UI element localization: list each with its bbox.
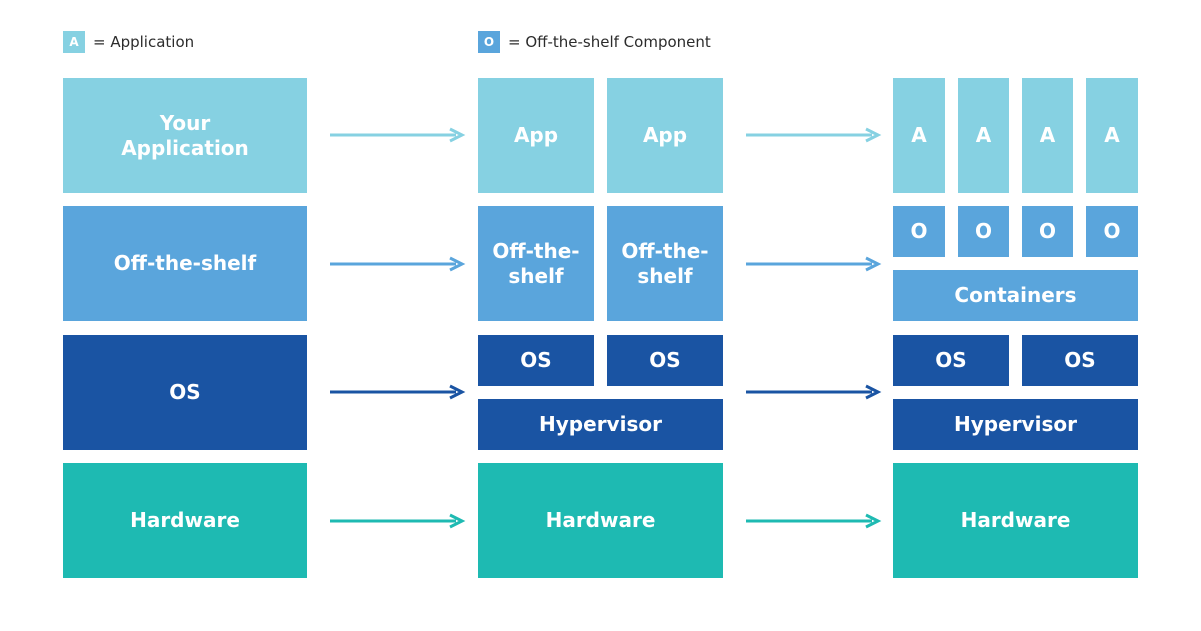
col3-hypervisor: Hypervisor	[893, 399, 1138, 450]
col1-hardware-layer: Hardware	[63, 463, 307, 578]
legend-off-the-shelf: O = Off-the-shelf Component	[478, 31, 711, 53]
col3-app-1: A	[893, 78, 945, 193]
legend-application-text: = Application	[93, 33, 195, 51]
arrow-app-1	[330, 127, 466, 143]
col3-component-3: O	[1022, 206, 1073, 257]
col2-app-right: App	[607, 78, 723, 193]
col3-app-3: A	[1022, 78, 1073, 193]
col3-os-left: OS	[893, 335, 1009, 386]
col3-app-2: A	[958, 78, 1009, 193]
legend-off-the-shelf-swatch: O	[478, 31, 500, 53]
col3-component-4: O	[1086, 206, 1138, 257]
col3-containers: Containers	[893, 270, 1138, 321]
arrow-off-the-shelf-2	[746, 256, 882, 272]
col2-os-right: OS	[607, 335, 723, 386]
col3-component-2: O	[958, 206, 1009, 257]
arrow-hardware-1	[330, 513, 466, 529]
col2-off-the-shelf-right: Off-the-shelf	[607, 206, 723, 321]
legend-application: A = Application	[63, 31, 194, 53]
col1-off-the-shelf-layer: Off-the-shelf	[63, 206, 307, 321]
arrow-hardware-2	[746, 513, 882, 529]
legend-application-swatch: A	[63, 31, 85, 53]
legend-off-the-shelf-text: = Off-the-shelf Component	[508, 33, 711, 51]
col1-application-layer: Your Application	[63, 78, 307, 193]
col2-hypervisor: Hypervisor	[478, 399, 723, 450]
arrow-os-1	[330, 384, 466, 400]
arrow-off-the-shelf-1	[330, 256, 466, 272]
arrow-os-2	[746, 384, 882, 400]
col2-off-the-shelf-left: Off-the-shelf	[478, 206, 594, 321]
col3-app-4: A	[1086, 78, 1138, 193]
col2-hardware: Hardware	[478, 463, 723, 578]
col2-os-left: OS	[478, 335, 594, 386]
col3-hardware: Hardware	[893, 463, 1138, 578]
arrow-app-2	[746, 127, 882, 143]
col2-app-left: App	[478, 78, 594, 193]
col3-component-1: O	[893, 206, 945, 257]
col1-os-layer: OS	[63, 335, 307, 450]
col3-os-right: OS	[1022, 335, 1138, 386]
